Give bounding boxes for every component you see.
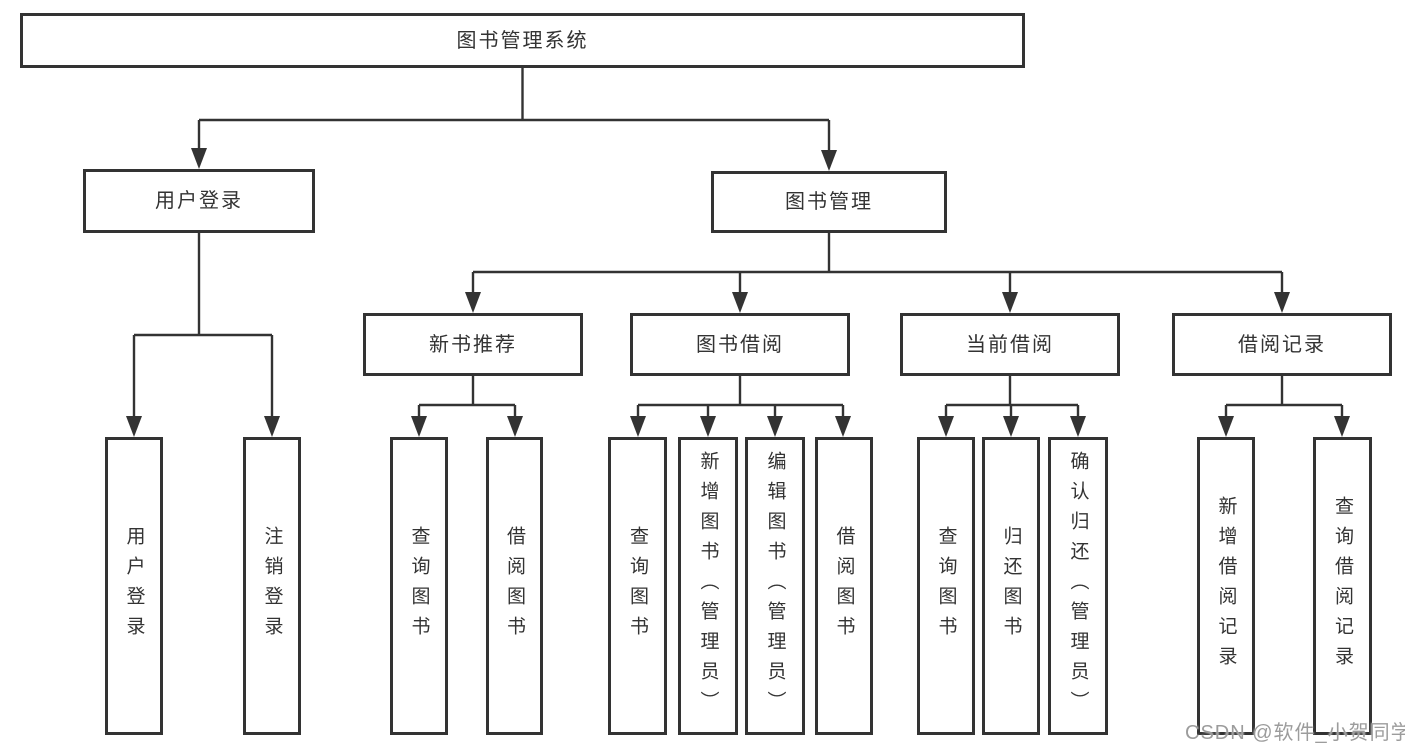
connector-root-to-level2	[191, 68, 837, 171]
node-book-management: 图书管理	[711, 171, 947, 233]
node-borrowing-records: 借阅记录	[1172, 313, 1392, 376]
node-library-management-system: 图书管理系统	[20, 13, 1025, 68]
csdn-watermark: CSDN @软件_小贺同学	[1185, 722, 1405, 744]
node-new-book-recommend: 新书推荐	[363, 313, 583, 376]
node-logout-action: 注销登录	[243, 437, 301, 735]
connector-current-borrowing-to-children	[938, 376, 1086, 437]
node-confirm-return-admin: 确认归还（管理员）	[1048, 437, 1108, 735]
node-query-books-current: 查询图书	[917, 437, 975, 735]
node-return-books: 归还图书	[982, 437, 1040, 735]
node-borrow-books-action: 借阅图书	[815, 437, 873, 735]
node-query-borrow-record: 查询借阅记录	[1313, 437, 1372, 735]
node-current-borrowing: 当前借阅	[900, 313, 1120, 376]
node-borrow-books-recommend: 借阅图书	[486, 437, 543, 735]
node-user-login-action: 用户登录	[105, 437, 163, 735]
connector-borrowing-records-to-children	[1218, 376, 1350, 437]
connector-user-login-to-children	[126, 233, 280, 437]
node-add-books-admin: 新增图书（管理员）	[678, 437, 738, 735]
connector-book-management-to-level3	[465, 233, 1290, 313]
connector-book-borrowing-to-children	[630, 376, 851, 437]
node-query-books-borrowing: 查询图书	[608, 437, 667, 735]
node-edit-books-admin: 编辑图书（管理员）	[745, 437, 805, 735]
node-query-books-recommend: 查询图书	[390, 437, 448, 735]
node-book-borrowing: 图书借阅	[630, 313, 850, 376]
node-add-borrow-record: 新增借阅记录	[1197, 437, 1255, 735]
node-user-login: 用户登录	[83, 169, 315, 233]
connector-new-book-recommend-to-children	[411, 376, 523, 437]
